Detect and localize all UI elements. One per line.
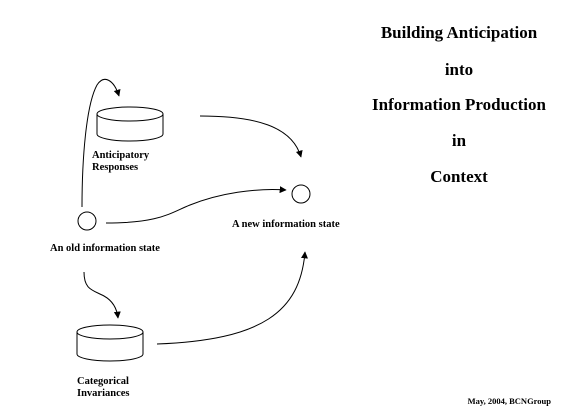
anticipatory-responses-cylinder: [96, 106, 164, 142]
title-line-3: Information Production: [372, 95, 546, 114]
categorical-label-line-2: Invariances: [77, 388, 130, 399]
title-line-1: Building Anticipation: [380, 23, 538, 42]
new-state-label: A new information state: [232, 219, 340, 230]
categorical-label-line-1: Categorical: [77, 376, 129, 387]
footer-credit: May, 2004, BCNGroup: [467, 396, 551, 406]
old-state-label: An old information state: [50, 243, 160, 254]
arrow-categorical-to-new: [156, 251, 308, 345]
title-line-2: into: [444, 60, 474, 79]
arrow-old-to-categorical: [83, 271, 121, 319]
arrow-old-to-anticipatory: [81, 78, 121, 208]
anticipatory-label-line-2: Responses: [92, 162, 139, 173]
arrow-anticipatory-to-new: [199, 115, 303, 158]
old-state-node: [77, 211, 97, 231]
anticipatory-label: Anticipatory Responses: [92, 150, 149, 174]
title-line-5: Context: [430, 167, 488, 186]
arrow-old-to-new: [105, 186, 287, 224]
categorical-label: Categorical Invariances: [77, 376, 130, 400]
new-state-node: [291, 184, 311, 204]
categorical-invariances-cylinder: [76, 324, 144, 362]
title-line-4: in: [451, 131, 467, 150]
anticipatory-label-line-1: Anticipatory: [92, 150, 150, 161]
